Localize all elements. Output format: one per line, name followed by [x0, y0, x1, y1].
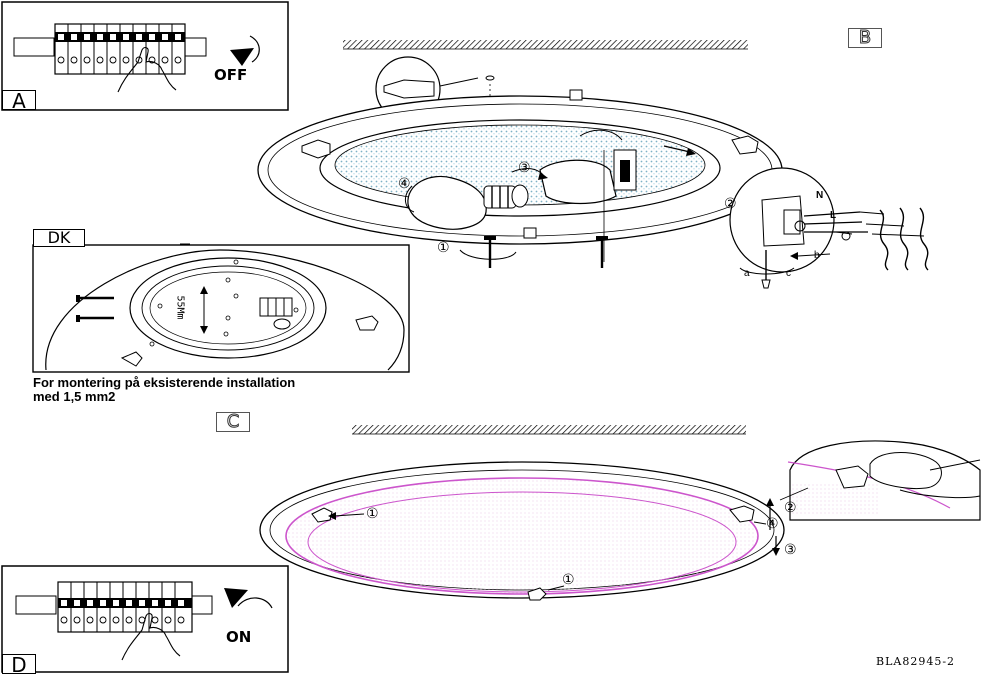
panel-d-breaker-diagram [1, 565, 289, 673]
caption-line-2: med 1,5 mm2 [33, 389, 116, 404]
clip-icon [301, 139, 331, 159]
panel-c-glass-diagram [259, 425, 981, 601]
step-number-4: ④ [398, 176, 411, 192]
step-number-2: ② [784, 500, 797, 516]
wire-live-label: L [830, 210, 837, 221]
screw-icon [484, 236, 496, 268]
step-number-1: ① [562, 572, 575, 588]
step-number-2: ② [724, 196, 737, 212]
wire-neutral-label: N [816, 190, 824, 201]
panel-dk-diagram [32, 244, 410, 373]
panel-a-breaker-diagram [1, 1, 289, 111]
screwdriver-icon [761, 250, 771, 289]
panel-d-label: D [2, 654, 36, 675]
wall-plug-icon [383, 79, 435, 99]
hand-icon [117, 47, 177, 93]
step-label-c: c [786, 268, 791, 279]
ceiling-hatch [352, 425, 746, 434]
screw-icon [596, 236, 608, 268]
switch-off-label: OFF [214, 66, 248, 84]
switch-on-label: ON [226, 628, 252, 646]
hand-icon [121, 613, 181, 661]
step-number-3: ③ [784, 542, 797, 558]
switch-on-arrow-icon [237, 597, 273, 609]
caption-line-1: For montering på eksisterende installati… [33, 375, 296, 390]
document-code: BLA82945-2 [876, 655, 956, 668]
switch-off-arrow-icon [249, 35, 260, 63]
panel-b-assembly-diagram [180, 40, 929, 289]
screw-icon [76, 315, 114, 322]
step-number-4: ④ [766, 516, 779, 532]
step-number-3: ③ [518, 160, 531, 176]
panel-b-label: B [848, 28, 882, 48]
bulb-holder-icon [539, 149, 637, 262]
breaker-block [54, 23, 186, 75]
step-label-b: b [814, 250, 820, 261]
bulb-left-icon [407, 175, 529, 230]
panel-a-label: A [2, 90, 36, 111]
clip-icon [731, 135, 759, 155]
cable-wave-icon [879, 207, 929, 271]
dk-dimension-label: 55Mm [174, 295, 186, 320]
clip-icon [729, 505, 755, 523]
screw-icon [76, 295, 114, 302]
panel-dk-label: DK [33, 229, 85, 247]
panel-c-label: C [216, 412, 250, 432]
step-label-a: a [744, 268, 750, 279]
clip-icon [527, 587, 547, 601]
ceiling-hatch [343, 40, 748, 49]
step-number-1: ① [437, 240, 450, 256]
glass-ring [285, 477, 759, 595]
step-number-1: ① [366, 506, 379, 522]
